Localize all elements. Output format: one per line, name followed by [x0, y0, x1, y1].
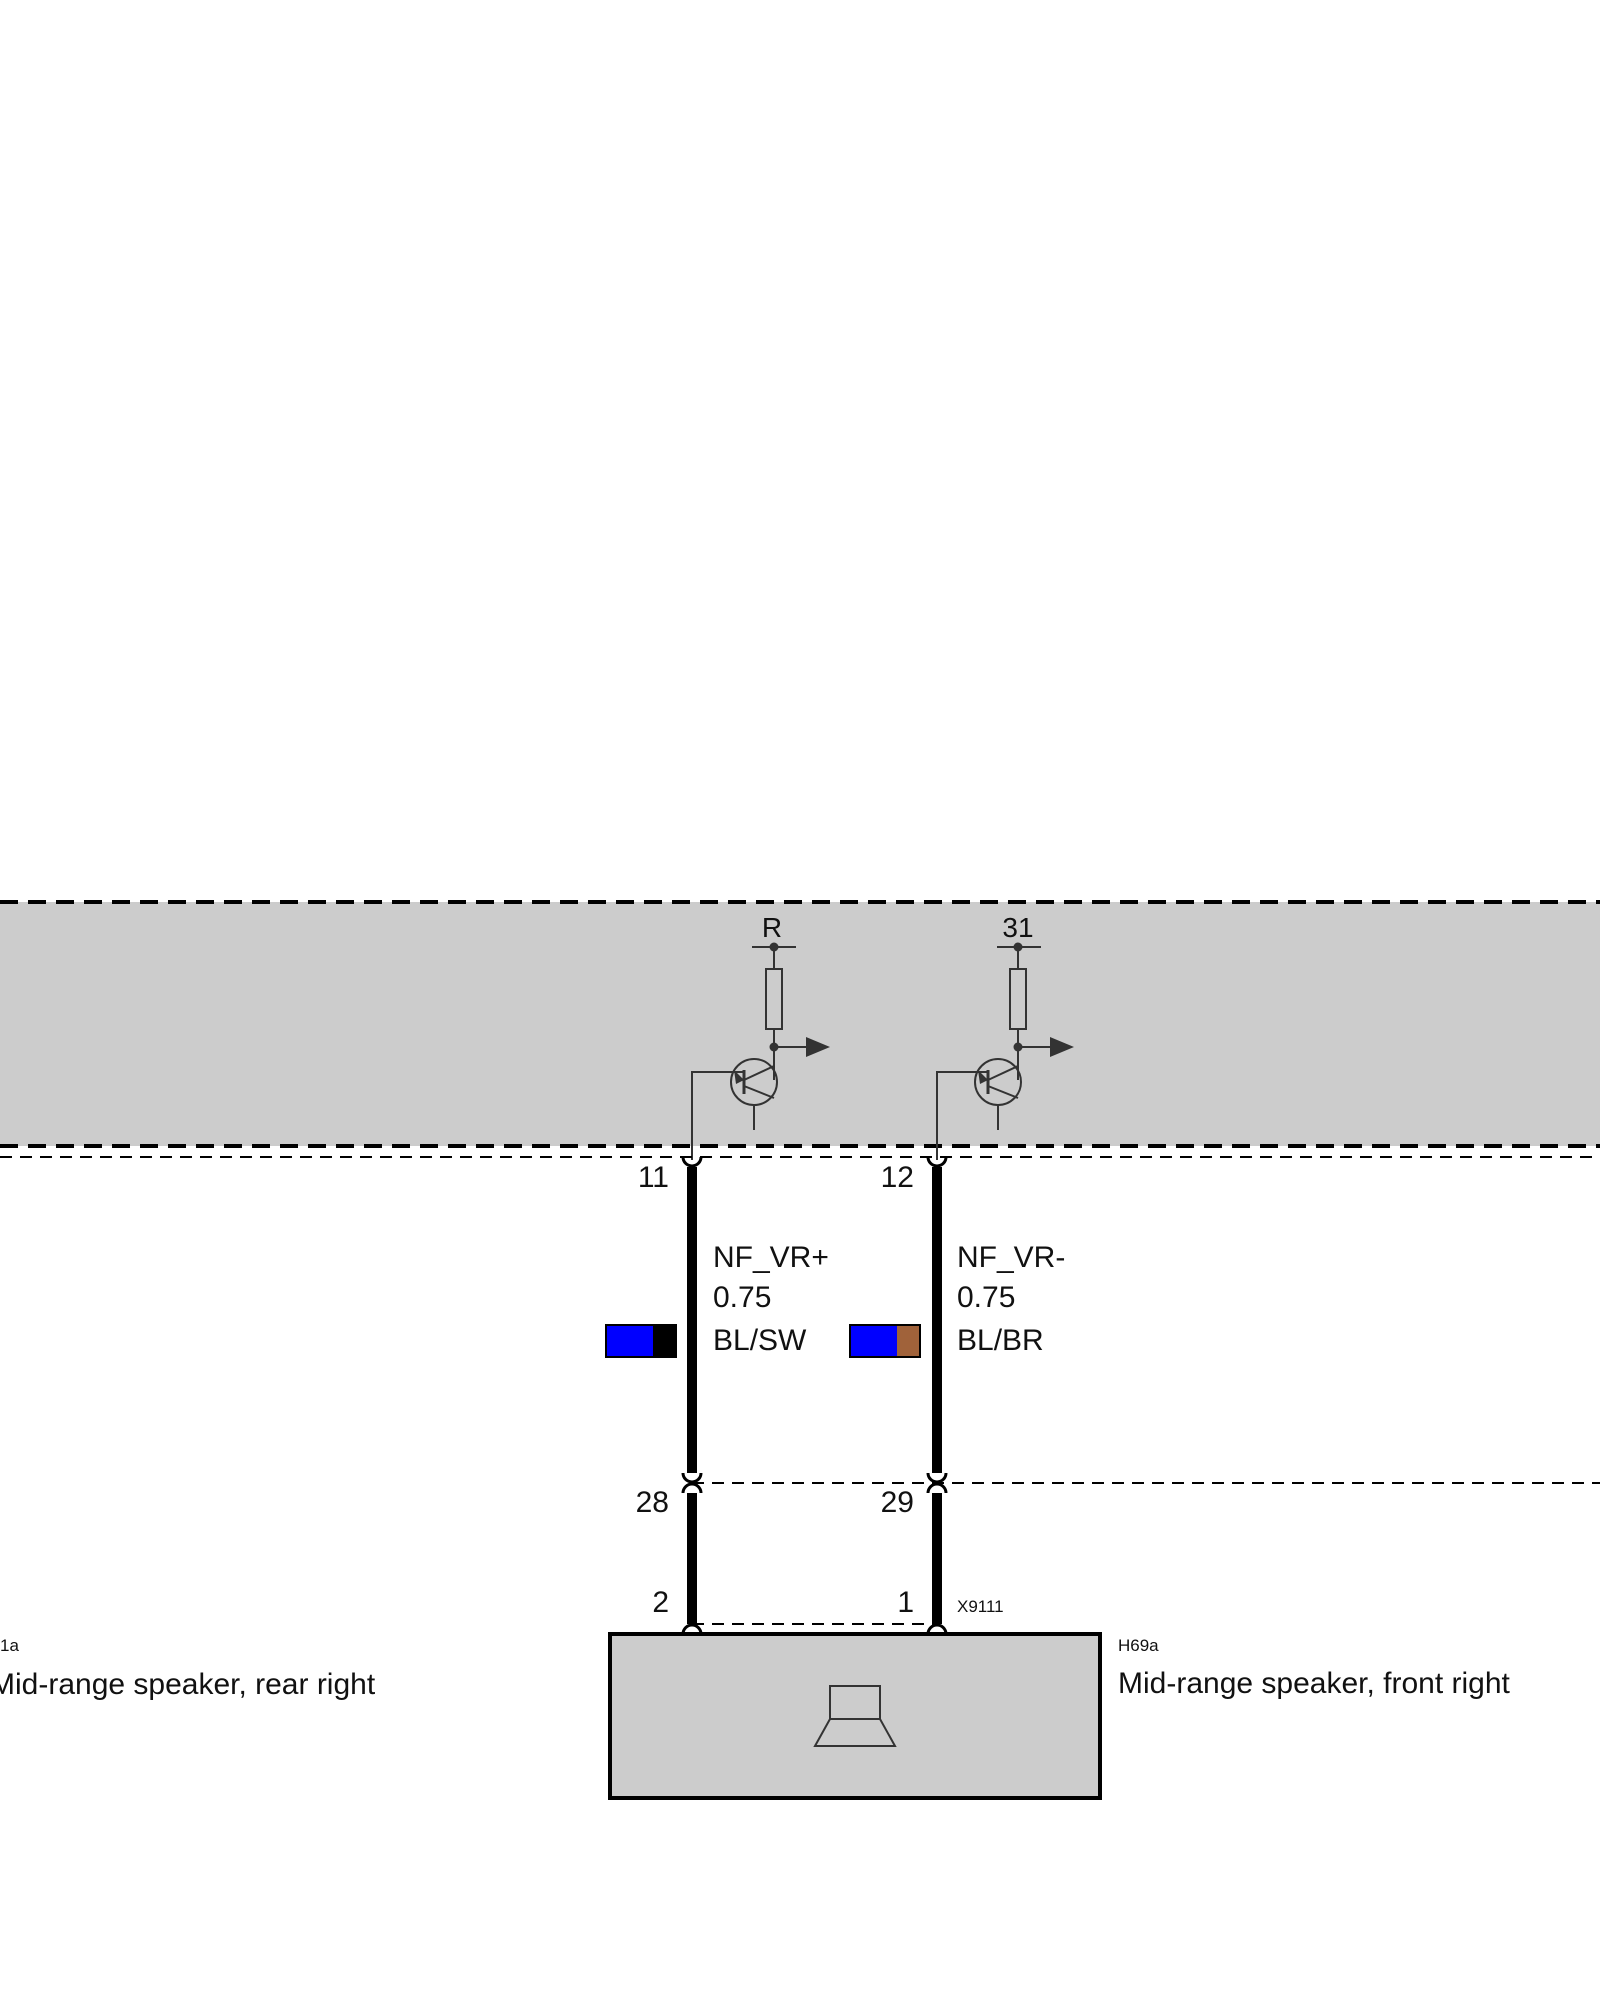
wire-signal-name: NF_VR-	[957, 1241, 1065, 1274]
color-swatch-border	[849, 1324, 921, 1358]
speaker-cone	[813, 1718, 897, 1747]
driver-stage-left: R	[691, 912, 830, 1160]
pin-contact-icon	[681, 1482, 703, 1494]
pin-contact-icon	[681, 1472, 703, 1484]
transistor-collector	[987, 1065, 1019, 1081]
pin-number: 28	[636, 1486, 669, 1519]
wire-gauge: 0.75	[713, 1281, 771, 1314]
pin-contact-icon	[926, 1156, 948, 1168]
wire-color-swatch	[605, 1324, 677, 1358]
pin-contact-icon	[926, 1623, 948, 1635]
component-label-left: 1a Mid-range speaker, rear right	[0, 1636, 376, 1701]
connector-id: X9111	[957, 1597, 1004, 1616]
rail-label-31: 31	[1002, 912, 1033, 943]
emitter-arrow-icon	[734, 1070, 744, 1084]
wire-nf-vr-minus[interactable]: 12 29 1 NF_VR- 0.75 BL/BR	[849, 1156, 1065, 1635]
transistor-emitter	[987, 1085, 1019, 1099]
control-module	[0, 900, 1600, 1148]
control-module-body	[0, 902, 1600, 1146]
color-swatch-secondary	[653, 1325, 676, 1357]
output-arrow-icon	[806, 1037, 830, 1057]
color-swatch-primary	[606, 1325, 653, 1357]
emitter-arrow-icon	[978, 1070, 988, 1084]
transistor-emitter	[743, 1085, 775, 1099]
color-swatch-border	[605, 1324, 677, 1358]
wire-nf-vr-plus[interactable]: 11 28 2 NF_VR+ 0.75 BL/SW	[605, 1156, 829, 1635]
rail-label-r: R	[762, 912, 782, 943]
color-swatch-secondary	[897, 1325, 920, 1357]
color-swatch-primary	[850, 1325, 897, 1357]
pin-number: 2	[652, 1586, 669, 1619]
transistor-collector	[743, 1065, 775, 1081]
speaker-component-front-right[interactable]	[608, 1632, 1102, 1800]
pin-contact-icon	[681, 1156, 703, 1168]
pin-contact-icon	[926, 1482, 948, 1494]
component-box	[608, 1632, 1102, 1800]
transistor-to-pin	[691, 1071, 744, 1160]
pin-number: 11	[638, 1161, 669, 1194]
pin-number: 1	[897, 1586, 914, 1619]
pin-number: 12	[881, 1161, 914, 1194]
component-code: H69a	[1118, 1636, 1159, 1655]
component-label-right: H69a Mid-range speaker, front right	[1118, 1636, 1511, 1700]
component-code: 1a	[0, 1636, 19, 1655]
wire-color-code: BL/BR	[957, 1324, 1044, 1357]
component-name: Mid-range speaker, front right	[1118, 1667, 1511, 1700]
pin-contact-icon	[926, 1472, 948, 1484]
wire-gauge: 0.75	[957, 1281, 1015, 1314]
component-name: Mid-range speaker, rear right	[0, 1668, 376, 1701]
wire-color-swatch	[849, 1324, 921, 1358]
pin-contact-icon	[681, 1623, 703, 1635]
pin-number: 29	[881, 1486, 914, 1519]
speaker-icon	[813, 1685, 897, 1747]
wire-color-code: BL/SW	[713, 1324, 807, 1357]
driver-stage-right: 31	[936, 912, 1074, 1160]
transistor-to-pin	[936, 1071, 988, 1160]
wire-signal-name: NF_VR+	[713, 1241, 829, 1274]
output-arrow-icon	[1050, 1037, 1074, 1057]
